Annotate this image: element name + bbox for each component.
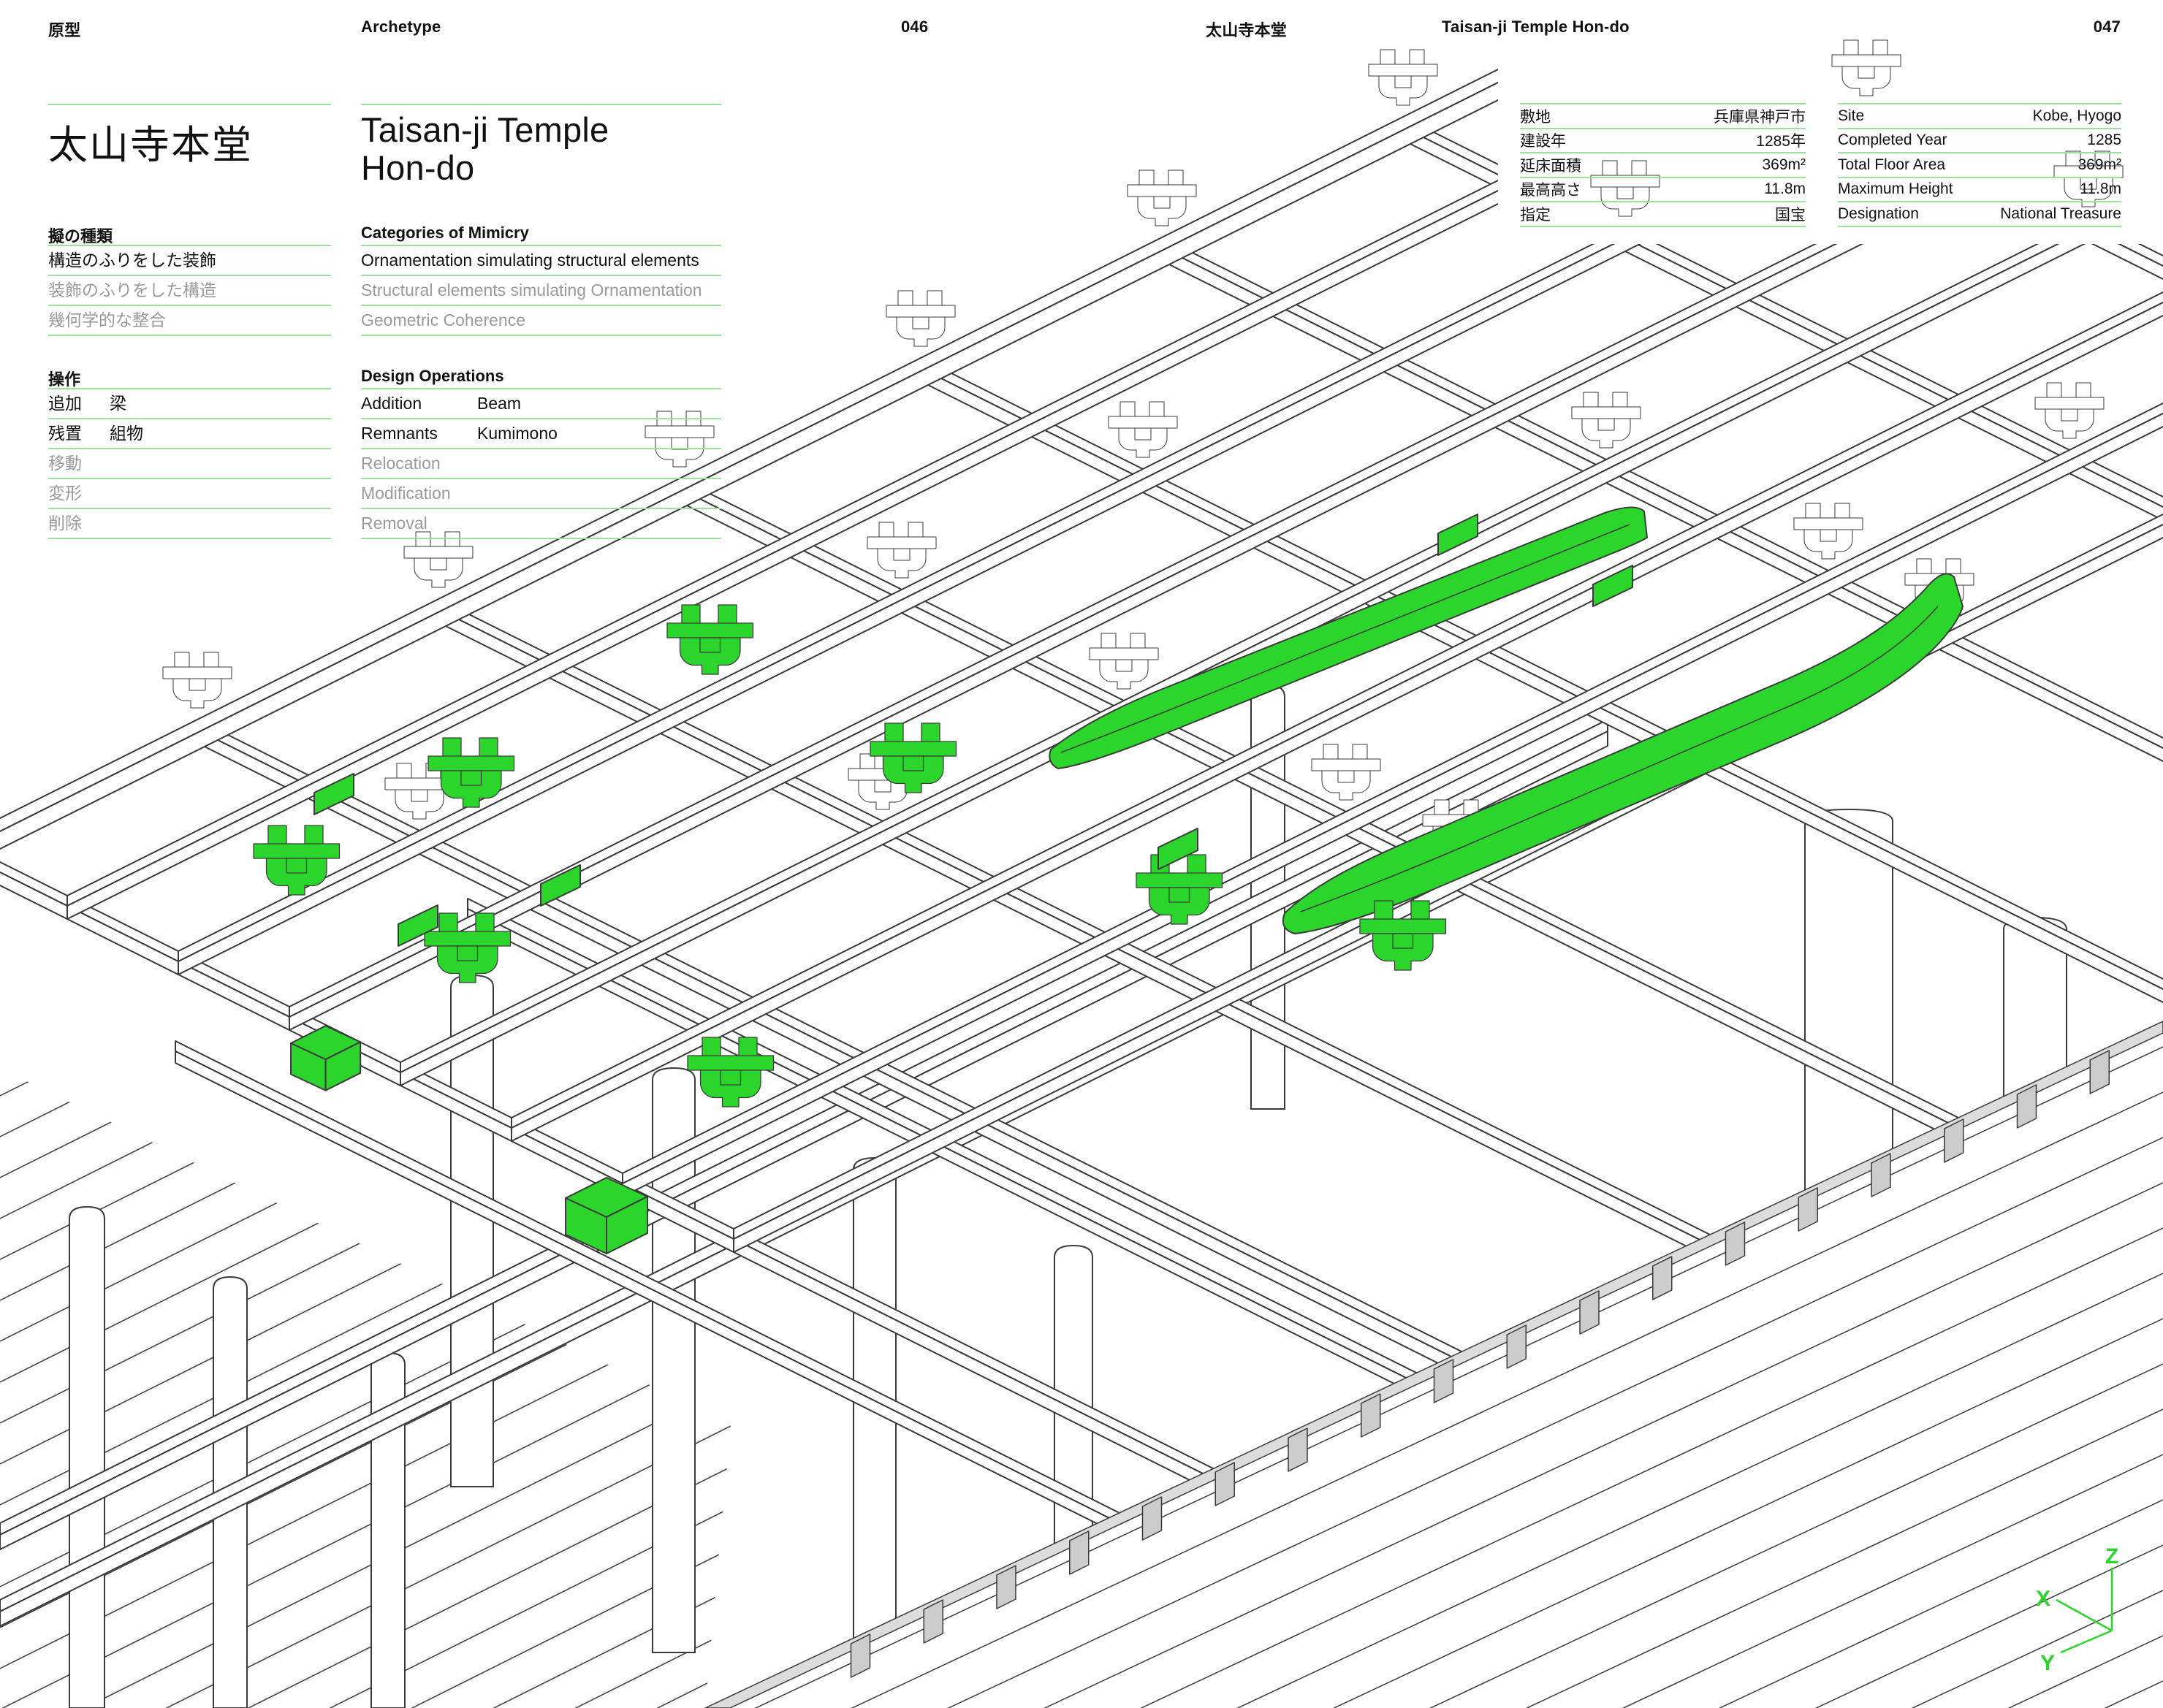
info-label: Total Floor Area bbox=[1838, 156, 1946, 173]
info-value: Kobe, Hyogo bbox=[2032, 107, 2121, 124]
info-row: 延床面積 369m² bbox=[1520, 153, 1806, 178]
operation-label: Relocation bbox=[361, 454, 441, 473]
info-label: Site bbox=[1838, 107, 1865, 124]
mimicry-row: Structural elements simulating Ornamenta… bbox=[361, 276, 721, 306]
info-row: 指定 国宝 bbox=[1520, 202, 1806, 227]
info-value: 国宝 bbox=[1775, 206, 1806, 224]
operation-row: Removal bbox=[361, 509, 721, 539]
operation-row: 追加 梁 bbox=[48, 389, 331, 419]
info-value: 1285 bbox=[2087, 131, 2121, 149]
info-value: 11.8m bbox=[2080, 180, 2121, 198]
info-row: Total Floor Area 369m² bbox=[1838, 153, 2121, 178]
page-title-en-line2: Hon-do bbox=[361, 148, 475, 187]
title-rule bbox=[361, 104, 721, 105]
operation-label: Addition bbox=[361, 394, 422, 413]
info-row: 建設年 1285年 bbox=[1520, 129, 1806, 153]
mimicry-row-label: Ornamentation simulating structural elem… bbox=[361, 251, 699, 270]
operation-label: 残置 bbox=[48, 424, 82, 443]
operation-label: 変形 bbox=[48, 484, 82, 503]
info-label: 敷地 bbox=[1520, 108, 1551, 126]
info-label: 最高高さ bbox=[1520, 182, 1581, 199]
mimicry-row-label: Geometric Coherence bbox=[361, 310, 525, 329]
operation-row: Remnants Kumimono bbox=[361, 419, 721, 449]
operation-label: Removal bbox=[361, 514, 427, 533]
mimicry-header-jp: 擬の種類 bbox=[48, 224, 331, 246]
operation-label: 追加 bbox=[48, 394, 82, 413]
mimicry-row: Geometric Coherence bbox=[361, 306, 721, 336]
mimicry-row-label: 構造のふりをした装飾 bbox=[48, 251, 216, 270]
info-label: 指定 bbox=[1520, 206, 1551, 224]
info-value: 1285年 bbox=[1756, 133, 1806, 150]
title-block-jp: 太山寺本堂 bbox=[48, 104, 331, 170]
title-block-en: Taisan-ji Temple Hon-do bbox=[361, 104, 721, 187]
mimicry-list-en: Categories of Mimicry Ornamentation simu… bbox=[361, 224, 721, 336]
axis-z-label: Z bbox=[2105, 1544, 2118, 1568]
page-number-left: 046 bbox=[901, 18, 929, 36]
info-row: Designation National Treasure bbox=[1838, 202, 2121, 227]
info-row: Site Kobe, Hyogo bbox=[1838, 104, 2121, 129]
page-title-jp: 太山寺本堂 bbox=[48, 123, 253, 167]
operation-row: Relocation bbox=[361, 449, 721, 479]
info-table-en: Site Kobe, Hyogo Completed Year 1285 Total… bbox=[1838, 103, 2121, 227]
axis-indicator: Z X Y bbox=[2036, 1544, 2118, 1675]
info-label: Completed Year bbox=[1838, 131, 1947, 149]
operation-value: Beam bbox=[477, 394, 522, 413]
axis-x-label: X bbox=[2036, 1587, 2050, 1611]
highlighted-added-elements bbox=[253, 506, 1964, 1254]
operation-row: 残置 組物 bbox=[48, 419, 331, 449]
operation-value: Kumimono bbox=[477, 424, 558, 443]
operation-label: 削除 bbox=[48, 514, 82, 533]
info-row: 敷地 兵庫県神戸市 bbox=[1520, 104, 1806, 129]
axis-lines bbox=[2056, 1568, 2113, 1654]
operations-list-jp: 操作 追加 梁 残置 組物 移動 変形 削除 bbox=[48, 367, 331, 539]
info-value: 369m² bbox=[1762, 156, 1806, 173]
info-row: 最高高さ 11.8m bbox=[1520, 178, 1806, 202]
info-value: 兵庫県神戸市 bbox=[1714, 108, 1806, 126]
operation-label: Remnants bbox=[361, 424, 438, 443]
operations-header-jp: 操作 bbox=[48, 367, 331, 389]
mimicry-header-en: Categories of Mimicry bbox=[361, 224, 721, 246]
info-label: Maximum Height bbox=[1838, 180, 1953, 198]
header-archetype-en: Archetype bbox=[361, 18, 441, 36]
info-table-jp: 敷地 兵庫県神戸市 建設年 1285年 延床面積 369m² 最高高さ 11.8m 指定… bbox=[1520, 103, 1806, 227]
info-value: 369m² bbox=[2078, 156, 2121, 173]
info-label: 延床面積 bbox=[1520, 157, 1581, 175]
operation-label: Modification bbox=[361, 484, 451, 503]
info-row: Maximum Height 11.8m bbox=[1838, 178, 2121, 202]
header-archetype-jp: 原型 bbox=[48, 21, 81, 39]
mimicry-list-jp: 擬の種類 構造のふりをした装飾 装飾のふりをした構造 幾何学的な整合 bbox=[48, 224, 331, 336]
info-value: 11.8m bbox=[1764, 180, 1806, 198]
operations-header-en: Design Operations bbox=[361, 367, 721, 389]
mimicry-row: 装飾のふりをした構造 bbox=[48, 276, 331, 306]
page-title-en-line1: Taisan-ji Temple bbox=[361, 110, 609, 149]
header-title-en: Taisan-ji Temple Hon-do bbox=[1442, 18, 1630, 36]
info-label: 建設年 bbox=[1520, 133, 1566, 150]
info-value: National Treasure bbox=[2000, 205, 2121, 222]
mimicry-row: Ornamentation simulating structural elem… bbox=[361, 246, 721, 276]
operation-row: 移動 bbox=[48, 449, 331, 479]
operation-row: 変形 bbox=[48, 479, 331, 509]
mimicry-row-label: 装飾のふりをした構造 bbox=[48, 281, 216, 300]
mimicry-row: 幾何学的な整合 bbox=[48, 306, 331, 336]
operation-row: Addition Beam bbox=[361, 389, 721, 419]
operation-row: Modification bbox=[361, 479, 721, 509]
info-row: Completed Year 1285 bbox=[1838, 129, 2121, 153]
mimicry-row-label: 幾何学的な整合 bbox=[48, 310, 166, 329]
info-label: Designation bbox=[1838, 205, 1919, 222]
title-rule bbox=[48, 104, 331, 105]
header-title-jp: 太山寺本堂 bbox=[1206, 21, 1288, 39]
operation-value: 梁 bbox=[110, 394, 126, 413]
mimicry-row: 構造のふりをした装飾 bbox=[48, 246, 331, 276]
mimicry-row-label: Structural elements simulating Ornamenta… bbox=[361, 281, 702, 300]
operation-label: 移動 bbox=[48, 454, 82, 473]
page-number-right: 047 bbox=[2093, 18, 2121, 36]
operations-list-en: Design Operations Addition Beam Remnants K… bbox=[361, 367, 721, 539]
axis-y-label: Y bbox=[2040, 1651, 2055, 1675]
page-title-en: Taisan-ji Temple Hon-do bbox=[361, 111, 721, 187]
operation-row: 削除 bbox=[48, 509, 331, 539]
operation-value: 組物 bbox=[110, 424, 143, 443]
